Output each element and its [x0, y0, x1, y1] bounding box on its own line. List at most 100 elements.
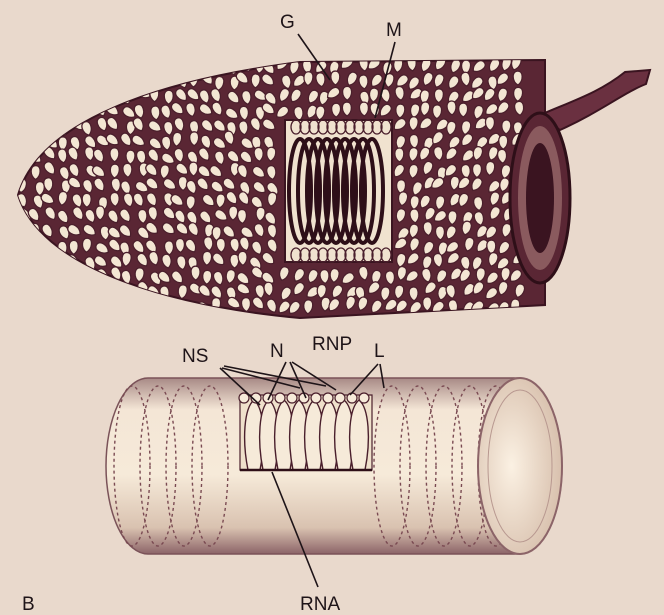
- spike: [187, 55, 203, 72]
- virion-envelope: [13, 55, 545, 318]
- rnp-bead: [323, 393, 333, 403]
- spike: [201, 57, 212, 72]
- spike: [67, 89, 83, 106]
- spike: [43, 90, 59, 106]
- spike: [106, 55, 122, 72]
- spike: [18, 102, 28, 117]
- spike: [95, 300, 112, 315]
- spike: [29, 132, 45, 148]
- spike: [94, 74, 111, 89]
- spike: [31, 166, 40, 180]
- spike: [78, 71, 95, 87]
- spike: [32, 119, 41, 133]
- label-l: L: [374, 341, 385, 362]
- spike: [84, 59, 99, 76]
- virion-end-cap: [510, 113, 570, 283]
- label-g: G: [280, 12, 295, 33]
- rnp-bead: [287, 393, 297, 403]
- spike: [170, 57, 185, 74]
- spike: [148, 298, 164, 314]
- glycoprotein-spikes: [13, 55, 527, 317]
- spike: [119, 285, 136, 301]
- spike: [56, 72, 70, 88]
- spike: [14, 134, 30, 150]
- tail-fibre: [540, 70, 650, 130]
- label-rnp: RNP: [312, 334, 352, 355]
- rnp-bead: [335, 393, 345, 403]
- spike: [13, 270, 29, 286]
- spike: [58, 88, 73, 105]
- spike: [71, 300, 86, 317]
- spike: [58, 269, 74, 285]
- spike: [15, 72, 29, 88]
- spike: [80, 102, 96, 119]
- spike: [134, 300, 145, 315]
- spike: [212, 298, 221, 312]
- spike: [55, 106, 67, 122]
- spike: [16, 237, 32, 253]
- rnp-bead: [311, 393, 321, 403]
- spike: [33, 237, 44, 252]
- spike: [190, 132, 199, 146]
- label-ns: NS: [182, 346, 208, 367]
- spike: [16, 59, 33, 75]
- spike: [42, 75, 54, 90]
- spike: [46, 253, 56, 268]
- spike: [44, 101, 61, 116]
- spike: [19, 298, 30, 313]
- spike: [120, 296, 131, 311]
- spike: [135, 59, 152, 74]
- label-m: M: [386, 20, 402, 41]
- spike: [70, 267, 81, 282]
- spike: [121, 57, 138, 72]
- spike: [105, 71, 119, 88]
- spike: [106, 295, 121, 312]
- spike: [96, 62, 106, 76]
- rnp-bead: [359, 393, 369, 403]
- spike: [43, 269, 59, 285]
- spike: [19, 223, 35, 239]
- spike: [499, 135, 508, 149]
- spike: [148, 56, 163, 73]
- spike: [70, 281, 83, 297]
- spike: [15, 90, 28, 106]
- spike: [130, 71, 146, 88]
- spike: [18, 252, 33, 269]
- label-n: N: [270, 341, 284, 362]
- spike: [70, 59, 87, 74]
- spike: [41, 115, 55, 131]
- spike: [158, 296, 171, 312]
- nucleoprotein-unit: [350, 400, 369, 470]
- spike: [28, 252, 41, 268]
- spike: [71, 103, 86, 120]
- spike: [39, 295, 55, 311]
- spike: [110, 89, 120, 104]
- spike: [173, 301, 189, 317]
- rnp-bead: [347, 393, 357, 403]
- spike: [32, 102, 47, 119]
- spike: [32, 296, 42, 311]
- spike: [30, 56, 46, 72]
- spike: [53, 252, 67, 269]
- spike: [30, 285, 43, 301]
- spike: [159, 56, 176, 72]
- spike: [28, 71, 45, 86]
- spike: [55, 55, 68, 71]
- label-rna: RNA: [300, 594, 340, 615]
- spike: [56, 281, 72, 297]
- spike: [121, 72, 135, 88]
- spike: [44, 57, 61, 72]
- spike: [210, 56, 226, 73]
- rnp-bead: [263, 393, 273, 403]
- panel-letter: B: [22, 594, 35, 615]
- spike: [18, 115, 32, 131]
- spike: [18, 283, 34, 299]
- cutaway-window: [285, 120, 392, 262]
- spike: [510, 299, 520, 314]
- spike: [31, 266, 42, 281]
- spike: [69, 71, 81, 87]
- spike: [96, 284, 113, 300]
- spike: [150, 74, 160, 88]
- spike: [80, 295, 95, 312]
